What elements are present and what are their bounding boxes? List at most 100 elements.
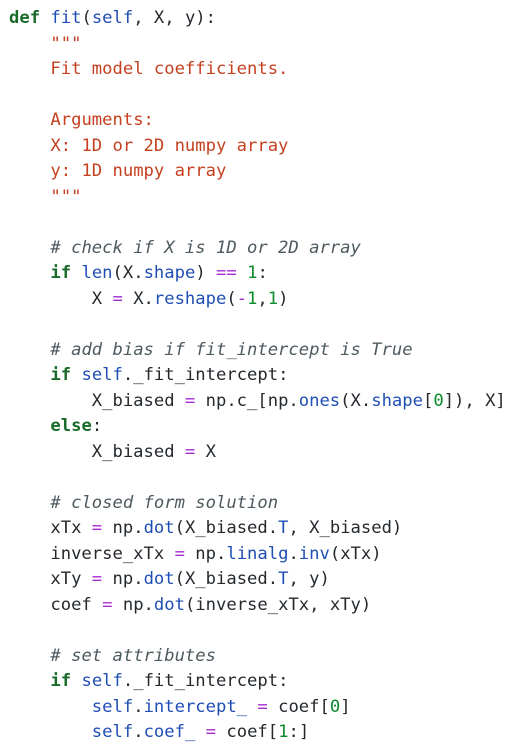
code-line	[9, 210, 506, 236]
code-token-id: :]	[288, 722, 310, 742]
code-token-id: (X_biased.	[174, 569, 279, 589]
code-token-id: X_biased	[9, 390, 185, 411]
code-token-str: X: 1D or 2D numpy array	[50, 135, 289, 156]
code-token-op: -	[236, 288, 248, 309]
code-token-id: (xTx)	[329, 543, 382, 564]
code-token-id: np.	[102, 569, 144, 589]
code-token-num: 1	[247, 263, 258, 283]
code-token-id	[9, 416, 50, 436]
code-token-cm: # set attributes	[50, 645, 216, 666]
code-token-kw: def	[9, 8, 41, 28]
code-line: X_biased = np.c_[np.ones(X.shape[0]), X]	[9, 389, 506, 415]
code-token-id: X	[9, 288, 113, 309]
code-token-id: .	[133, 696, 144, 717]
code-token-op: =	[91, 569, 103, 589]
code-token-id	[9, 238, 50, 258]
code-token-fn: fit	[50, 8, 82, 28]
code-token-id	[40, 8, 50, 28]
code-line	[9, 312, 506, 338]
code-token-attr: inv	[298, 543, 330, 564]
code-token-attr: dot	[143, 569, 175, 589]
code-token-id: X	[195, 441, 216, 462]
code-line: # set attributes	[9, 644, 506, 670]
code-token-attr: ones	[298, 390, 341, 411]
code-line	[9, 83, 506, 109]
code-token-id: .	[133, 722, 144, 742]
code-token-fn: len	[81, 263, 113, 283]
code-token-id	[247, 697, 257, 717]
code-token-id: , y)	[288, 569, 330, 589]
code-token-id	[9, 263, 50, 283]
code-token-op: =	[205, 722, 217, 742]
code-token-id: )	[278, 288, 289, 309]
code-token-op: =	[112, 288, 123, 309]
code-token-attr: self	[81, 365, 123, 385]
code-line: xTy = np.dot(X_biased.T, y)	[9, 567, 506, 593]
code-line: self.intercept_ = coef[0]	[9, 695, 506, 721]
code-token-id	[71, 671, 81, 691]
code-line: X_biased = X	[9, 440, 506, 466]
code-token-str: """	[50, 186, 82, 207]
code-token-str: Fit model coefficients.	[50, 59, 289, 79]
code-line: # closed form solution	[9, 491, 506, 517]
code-token-id: np.	[184, 543, 227, 564]
code-line: Fit model coefficients.	[9, 57, 506, 83]
code-token-op: =	[184, 390, 196, 411]
code-token-cm: # add bias if fit_intercept is True	[50, 339, 413, 360]
code-token-id	[9, 365, 50, 385]
code-token-cm: # check if X is 1D or 2D array	[50, 237, 361, 258]
code-token-attr: self	[81, 671, 123, 691]
code-token-id: :	[91, 416, 103, 436]
code-token-id: , X, y):	[133, 8, 217, 28]
code-token-str: y: 1D numpy array	[50, 161, 227, 181]
code-line: xTx = np.dot(X_biased.T, X_biased)	[9, 516, 506, 542]
code-token-cm: # closed form solution	[50, 492, 279, 513]
code-line: """	[9, 185, 506, 211]
code-token-attr: coef_	[143, 722, 196, 742]
code-line: coef = np.dot(inverse_xTx, xTy)	[9, 593, 506, 619]
code-token-id: ]), X]	[443, 390, 506, 411]
code-token-op: =	[174, 543, 185, 564]
code-line: # check if X is 1D or 2D array	[9, 236, 506, 262]
code-token-id: ,	[257, 288, 268, 309]
code-token-id	[9, 161, 50, 181]
code-token-attr: shape	[371, 390, 423, 411]
code-token-kw: else	[50, 416, 92, 436]
code-line	[9, 465, 506, 491]
code-token-attr: T	[278, 569, 289, 589]
code-line: def fit(self, X, y):	[9, 6, 506, 32]
code-token-attr: self	[91, 722, 134, 742]
code-token-id	[71, 365, 81, 385]
code-line	[9, 618, 506, 644]
code-line: X = X.reshape(-1,1)	[9, 287, 506, 313]
code-token-attr: self	[91, 696, 134, 717]
code-token-str: Arguments:	[50, 110, 154, 130]
code-line: else:	[9, 414, 506, 440]
code-token-id	[9, 110, 50, 130]
code-token-id: .	[288, 543, 299, 564]
code-token-attr: intercept_	[143, 696, 248, 717]
code-token-id	[237, 263, 247, 283]
code-token-id: (X_biased.	[174, 518, 279, 538]
code-token-id: np.	[102, 518, 144, 538]
code-token-id: ._fit_intercept:	[122, 365, 289, 385]
code-token-id: coef[	[216, 722, 279, 742]
code-line: X: 1D or 2D numpy array	[9, 134, 506, 160]
code-token-id: xTy	[9, 569, 92, 589]
code-token-attr: reshape	[153, 288, 227, 309]
code-token-id	[9, 646, 50, 666]
code-token-id: , X_biased)	[288, 518, 403, 538]
code-token-id	[9, 722, 92, 742]
code-token-id: np.	[112, 594, 154, 615]
code-token-kw: if	[50, 365, 72, 385]
code-token-num: 0	[433, 390, 444, 411]
code-token-id: X_biased	[9, 441, 185, 462]
code-token-id: coef	[9, 594, 103, 615]
code-token-id	[195, 722, 205, 742]
code-token-num: 1	[247, 288, 258, 309]
code-line: if self._fit_intercept:	[9, 363, 506, 389]
code-line: """	[9, 32, 506, 58]
code-token-id: (	[226, 288, 237, 309]
code-line: Arguments:	[9, 108, 506, 134]
code-token-num: 1	[278, 722, 289, 742]
